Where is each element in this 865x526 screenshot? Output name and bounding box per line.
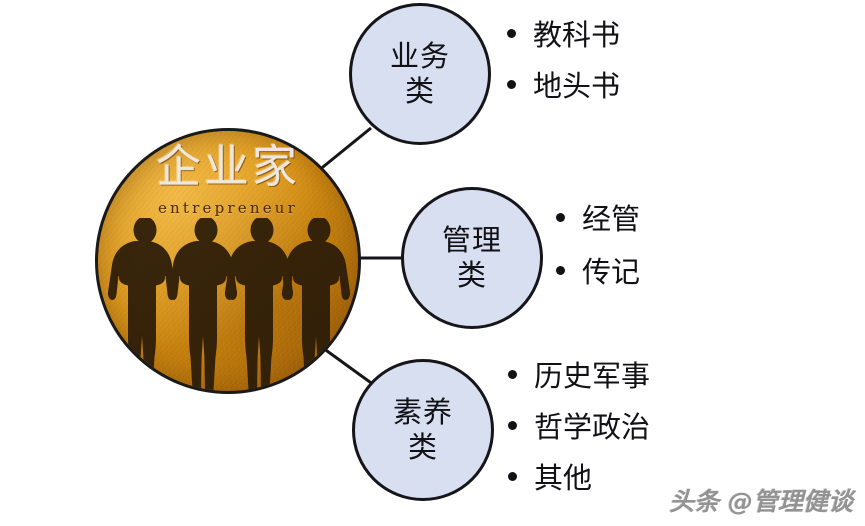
list-item[interactable]: 经管 bbox=[556, 205, 640, 234]
bullet-text: 教科书 bbox=[533, 18, 621, 52]
watermark: 头条 @管理健谈 bbox=[669, 487, 853, 516]
bullet-dot-icon bbox=[508, 421, 517, 430]
list-item[interactable]: 地头书 bbox=[507, 72, 620, 101]
list-item[interactable]: 哲学政治 bbox=[508, 413, 650, 442]
bullet-dot-icon bbox=[556, 213, 565, 222]
bullet-text: 历史军事 bbox=[534, 359, 651, 393]
node-management-label: 管理 类 bbox=[441, 222, 502, 292]
bullet-dot-icon bbox=[507, 29, 516, 38]
node-business-label: 业务 类 bbox=[389, 38, 450, 108]
bullet-dot-icon bbox=[556, 266, 565, 275]
connector-hub-to-business bbox=[317, 126, 372, 173]
bullet-text: 哲学政治 bbox=[534, 410, 651, 444]
list-item[interactable]: 传记 bbox=[556, 258, 640, 287]
bullet-text: 其他 bbox=[534, 461, 593, 495]
node-business[interactable]: 业务 类 bbox=[349, 3, 491, 145]
bullet-dot-icon bbox=[508, 370, 517, 379]
node-management[interactable]: 管理 类 bbox=[401, 187, 543, 329]
bullet-text: 地头书 bbox=[533, 69, 621, 103]
hub-subtitle: entrepreneur bbox=[157, 199, 299, 217]
node-literacy-label: 素养 类 bbox=[392, 394, 453, 464]
node-literacy[interactable]: 素养 类 bbox=[352, 359, 494, 501]
people-silhouettes bbox=[107, 218, 351, 390]
bullet-text: 传记 bbox=[582, 255, 641, 289]
bullet-list-literacy: 历史军事 哲学政治 其他 bbox=[508, 362, 650, 515]
list-item[interactable]: 教科书 bbox=[507, 21, 620, 50]
bullet-list-management: 经管 传记 bbox=[556, 205, 640, 311]
bullet-list-business: 教科书 地头书 bbox=[507, 21, 620, 123]
bullet-dot-icon bbox=[507, 80, 516, 89]
hub-title: 企业家 bbox=[155, 140, 300, 193]
bullet-dot-icon bbox=[508, 472, 517, 481]
list-item[interactable]: 其他 bbox=[508, 464, 650, 493]
bullet-text: 经管 bbox=[582, 202, 641, 236]
entrepreneur-hub-circle[interactable]: 企业家 entrepreneur bbox=[95, 128, 361, 394]
list-item[interactable]: 历史军事 bbox=[508, 362, 650, 391]
